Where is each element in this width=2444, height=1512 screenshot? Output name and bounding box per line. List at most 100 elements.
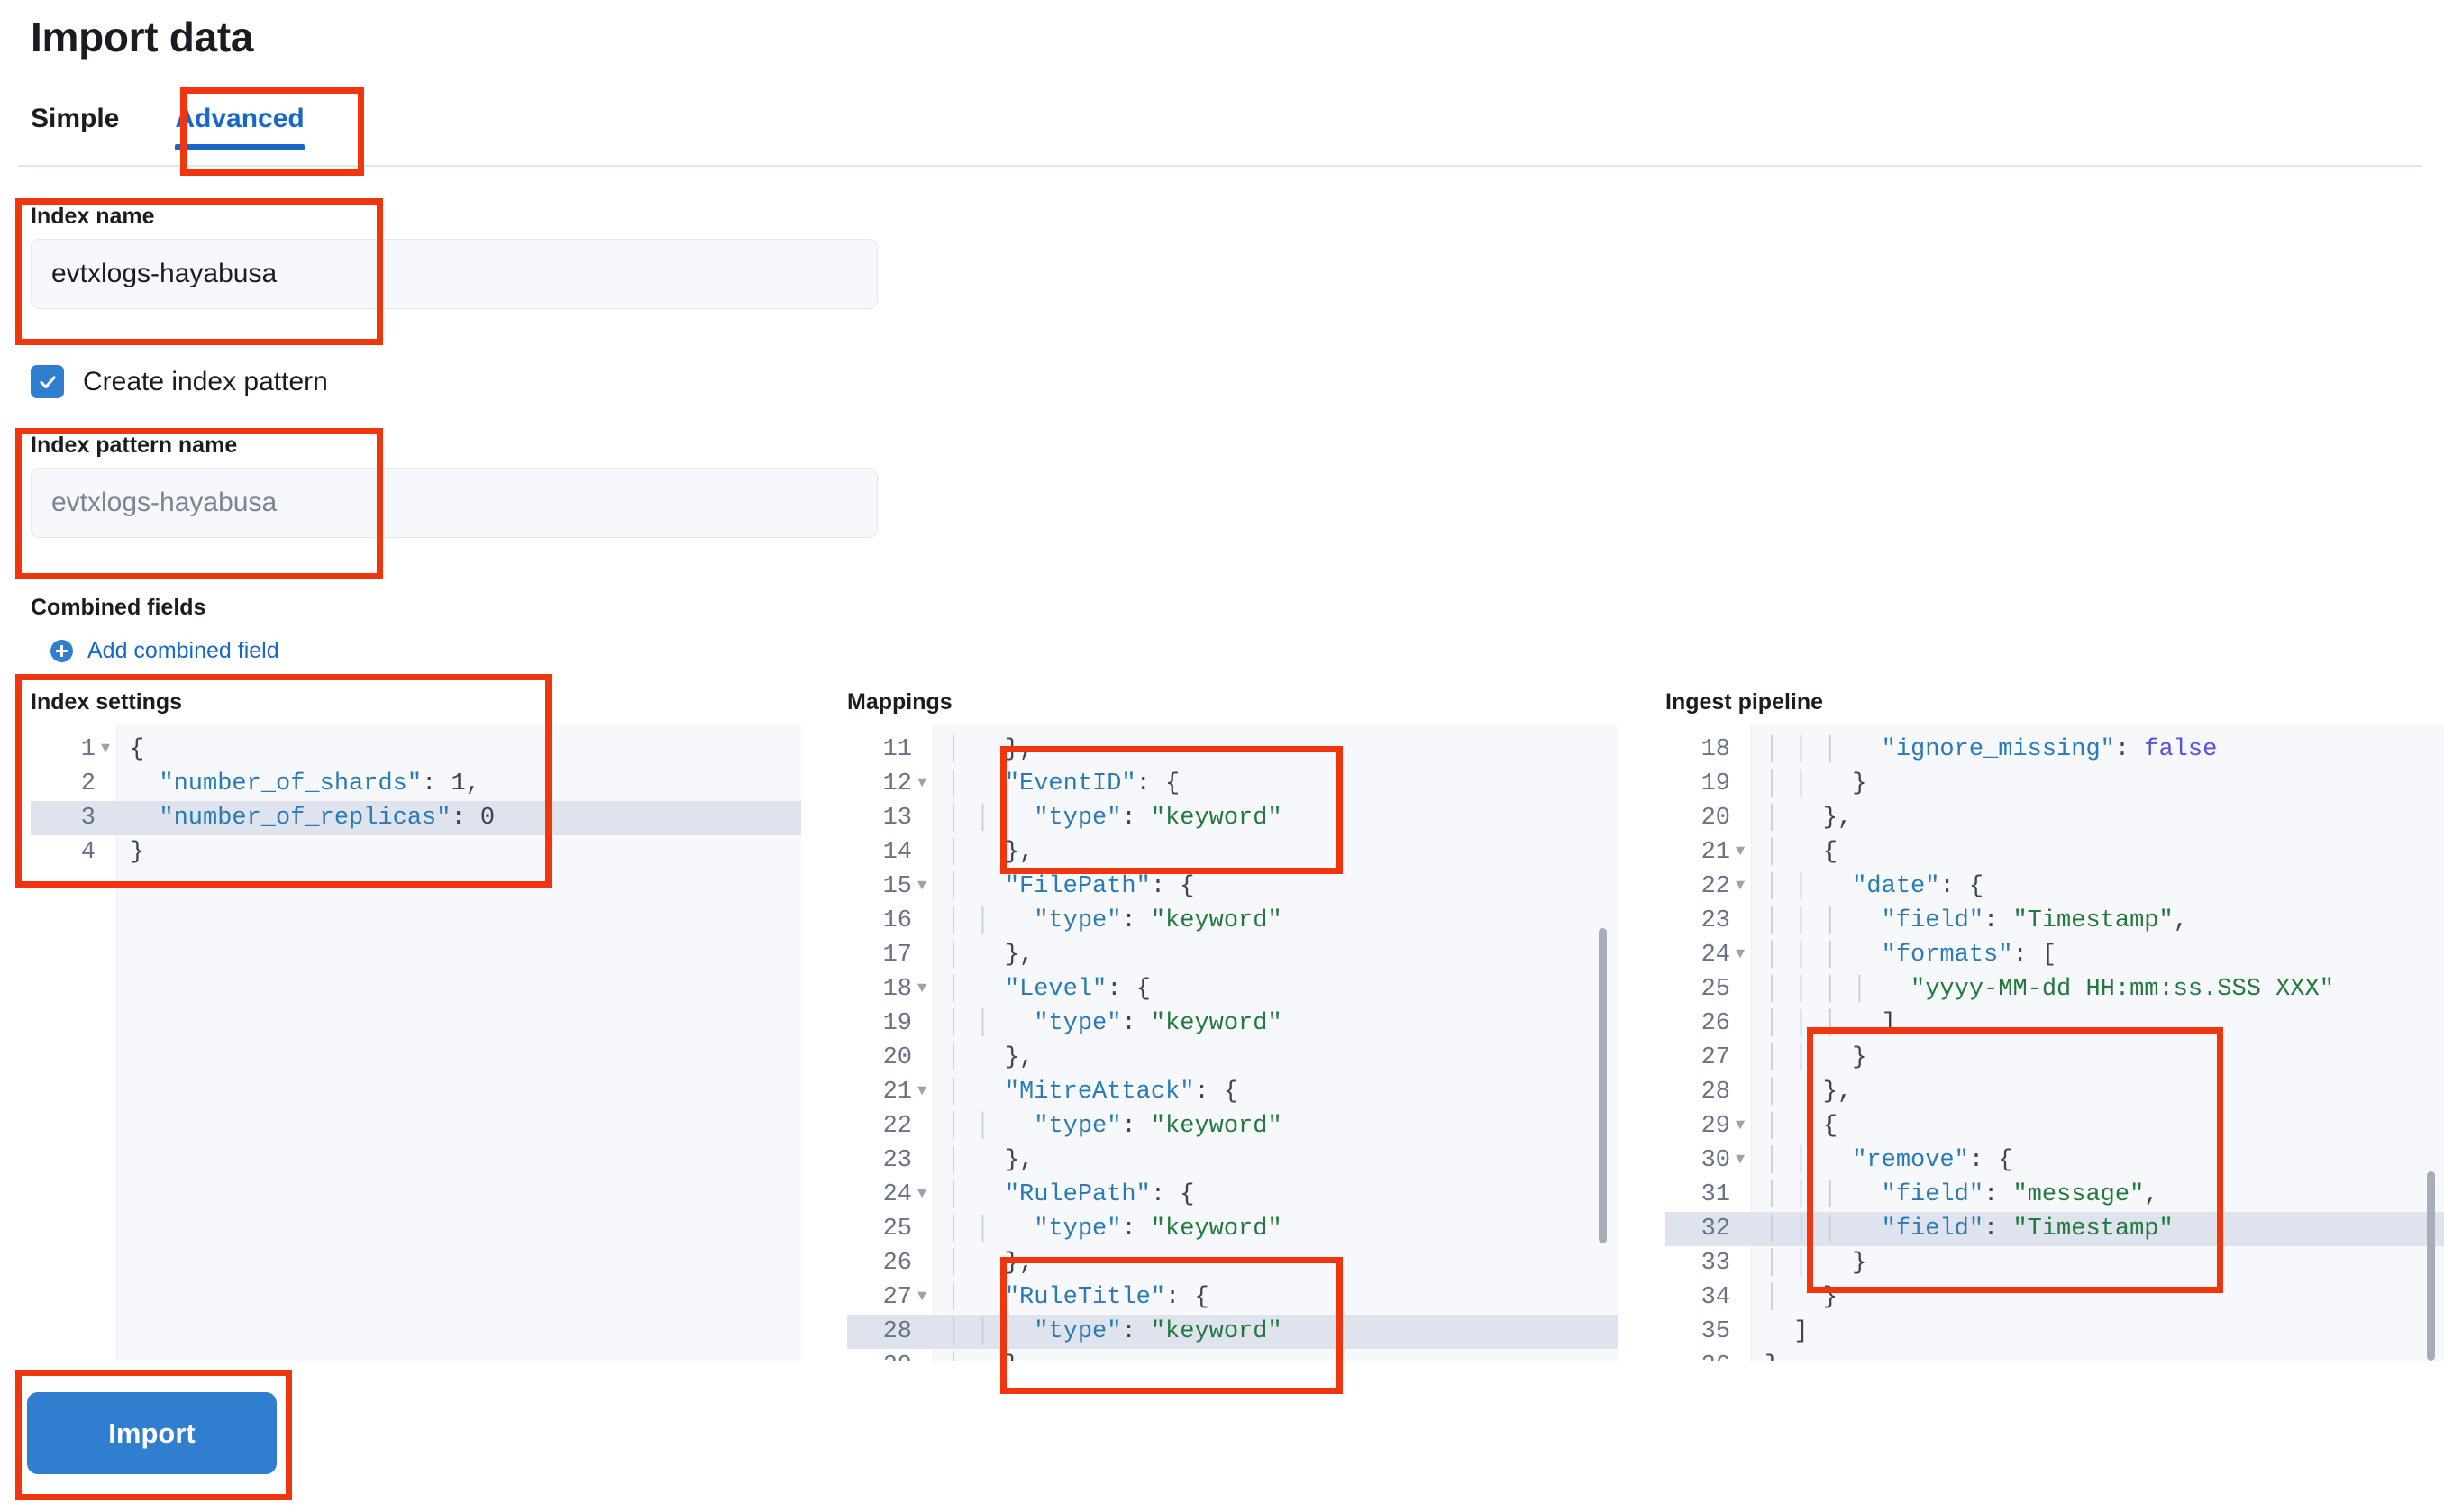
plus-circle-icon [50, 640, 73, 662]
code-line[interactable]: 28│ }, [1665, 1075, 2444, 1109]
line-number: 21 [1701, 839, 1730, 866]
code-line[interactable]: 14 │ }, [847, 835, 1618, 870]
code-line[interactable]: 31│ │ │ "field": "message", [1665, 1178, 2444, 1212]
code-line[interactable]: 2 "number_of_shards": 1, [31, 767, 801, 801]
line-number: 14 [882, 839, 912, 866]
code-line[interactable]: 30▼│ │ "remove": { [1665, 1143, 2444, 1178]
code-line[interactable]: 21▼│ { [1665, 835, 2444, 870]
fold-caret-icon[interactable]: ▼ [101, 741, 111, 758]
index-name-input[interactable]: evtxlogs-hayabusa [31, 239, 878, 309]
code-line[interactable]: 11 │ }, [847, 733, 1618, 767]
code-text: │ }, [946, 942, 1035, 969]
code-text: │ "MitreAttack": { [946, 1079, 1239, 1106]
code-text: │ │ │ │ "yyyy-MM-dd HH:mm:ss.SSS XXX" [1765, 976, 2334, 1003]
line-number: 17 [882, 942, 912, 969]
add-combined-field-label: Add combined field [87, 638, 279, 663]
code-text: │ │ } [1765, 1250, 1867, 1277]
import-button[interactable]: Import [27, 1392, 277, 1474]
code-text: │ │ │ "formats": [ [1765, 942, 2057, 969]
fold-caret-icon[interactable]: ▼ [1736, 843, 1746, 861]
line-number: 25 [882, 1216, 912, 1243]
tab-divider [18, 165, 2422, 167]
code-line[interactable]: 26│ │ │ ] [1665, 1006, 2444, 1041]
add-combined-field-link[interactable]: Add combined field [50, 638, 279, 664]
code-text: "number_of_shards": 1, [159, 770, 480, 797]
code-line[interactable]: 27│ │ } [1665, 1041, 2444, 1075]
code-line[interactable]: 20│ }, [1665, 801, 2444, 835]
code-line[interactable]: 28 │ │ "type": "keyword" [847, 1315, 1618, 1349]
create-index-pattern-checkbox[interactable]: Create index pattern [31, 365, 328, 398]
line-number: 27 [882, 1284, 912, 1311]
fold-caret-icon[interactable]: ▼ [917, 1083, 927, 1100]
code-line[interactable]: 23│ }, [847, 1143, 1618, 1178]
code-line[interactable]: 22▼│ │ "date": { [1665, 870, 2444, 904]
mappings-scrollbar[interactable] [1599, 928, 1607, 1243]
code-line[interactable]: 24 ▼ │ │ │ "formats": [ [1665, 938, 2444, 972]
fold-caret-icon[interactable]: ▼ [1736, 878, 1746, 895]
line-number: 2 [80, 770, 96, 797]
code-text: │ │ } [1765, 1044, 1867, 1071]
code-line[interactable]: 35 ] [1665, 1315, 2444, 1349]
code-line[interactable]: 36} [1665, 1349, 2444, 1361]
code-line[interactable]: 26│ }, [847, 1246, 1618, 1280]
code-text: { [130, 736, 145, 763]
code-line[interactable]: 32 │ │ │ "field": "Timestamp" [1665, 1212, 2444, 1246]
code-line[interactable]: 19│ │ } [1665, 767, 2444, 801]
fold-caret-icon[interactable]: ▼ [917, 1186, 927, 1203]
code-line[interactable]: 27▼│ "RuleTitle": { [847, 1280, 1618, 1315]
code-line[interactable]: 29▼│ { [1665, 1109, 2444, 1143]
mappings-editor[interactable]: 11 │ }, 12▼│ "EventID": {13│ │ "type": "ke… [847, 725, 1618, 1361]
line-number: 24 [1701, 942, 1730, 969]
code-line[interactable]: 34│ } [1665, 1280, 2444, 1315]
code-text: │ "Level": { [946, 976, 1151, 1003]
mappings-gutter [847, 725, 934, 1361]
index-pattern-name-label: Index pattern name [31, 433, 238, 458]
code-line[interactable]: 25│ │ │ │ "yyyy-MM-dd HH:mm:ss.SSS XXX" [1665, 972, 2444, 1006]
fold-caret-icon[interactable]: ▼ [1736, 946, 1746, 963]
line-number: 32 [1701, 1216, 1730, 1243]
line-number: 28 [882, 1318, 912, 1345]
index-settings-editor[interactable]: 1▼{2 "number_of_shards": 1,3 "number_of_… [31, 725, 801, 1361]
code-line[interactable]: 20│ }, [847, 1041, 1618, 1075]
code-line[interactable]: 15▼│ "FilePath": { [847, 870, 1618, 904]
fold-caret-icon[interactable]: ▼ [917, 980, 927, 997]
code-text: │ │ "type": "keyword" [946, 1318, 1282, 1345]
fold-caret-icon[interactable]: ▼ [917, 878, 927, 895]
fold-caret-icon[interactable]: ▼ [1736, 1152, 1746, 1169]
code-line[interactable]: 25│ │ "type": "keyword" [847, 1212, 1618, 1246]
code-line[interactable]: 12▼│ "EventID": { [847, 767, 1618, 801]
code-line[interactable]: 33│ │ } [1665, 1246, 2444, 1280]
code-line[interactable]: 18▼│ "Level": { [847, 972, 1618, 1006]
code-text: │ }, [946, 839, 1035, 866]
fold-caret-icon[interactable]: ▼ [917, 1289, 927, 1306]
code-line[interactable]: 17 │ }, [847, 938, 1618, 972]
code-text: │ }, [946, 736, 1035, 763]
fold-caret-icon[interactable]: ▼ [917, 775, 927, 792]
fold-caret-icon[interactable]: ▼ [1736, 1117, 1746, 1134]
code-line[interactable]: 18│ │ │ "ignore_missing": false [1665, 733, 2444, 767]
code-line[interactable]: 4} [31, 835, 801, 870]
code-text: │ │ │ "field": "Timestamp" [1765, 1216, 2174, 1243]
code-line[interactable]: 1 ▼ { [31, 733, 801, 767]
code-line[interactable]: 19│ │ "type": "keyword" [847, 1006, 1618, 1041]
code-line[interactable]: 3 "number_of_replicas": 0 [31, 801, 801, 835]
code-text: │ "FilePath": { [946, 873, 1195, 900]
index-pattern-name-input[interactable]: evtxlogs-hayabusa [31, 468, 878, 538]
tab-advanced[interactable]: Advanced [175, 104, 306, 150]
line-number: 11 [882, 736, 912, 763]
ingest-pipeline-scrollbar[interactable] [2427, 1171, 2435, 1361]
code-line[interactable]: 21▼│ "MitreAttack": { [847, 1075, 1618, 1109]
line-number: 1 [80, 736, 96, 763]
code-line[interactable]: 29│ }, [847, 1349, 1618, 1361]
tab-simple[interactable]: Simple [31, 104, 120, 133]
code-line[interactable]: 13│ │ "type": "keyword" [847, 801, 1618, 835]
code-line[interactable]: 23│ │ │ "field": "Timestamp", [1665, 904, 2444, 938]
code-line[interactable]: 24▼│ "RulePath": { [847, 1178, 1618, 1212]
ingest-pipeline-gutter [1665, 725, 1752, 1361]
code-text: │ }, [946, 1044, 1035, 1071]
code-line[interactable]: 16│ │ "type": "keyword" [847, 904, 1618, 938]
code-line[interactable]: 22│ │ "type": "keyword" [847, 1109, 1618, 1143]
index-name-label: Index name [31, 204, 155, 229]
